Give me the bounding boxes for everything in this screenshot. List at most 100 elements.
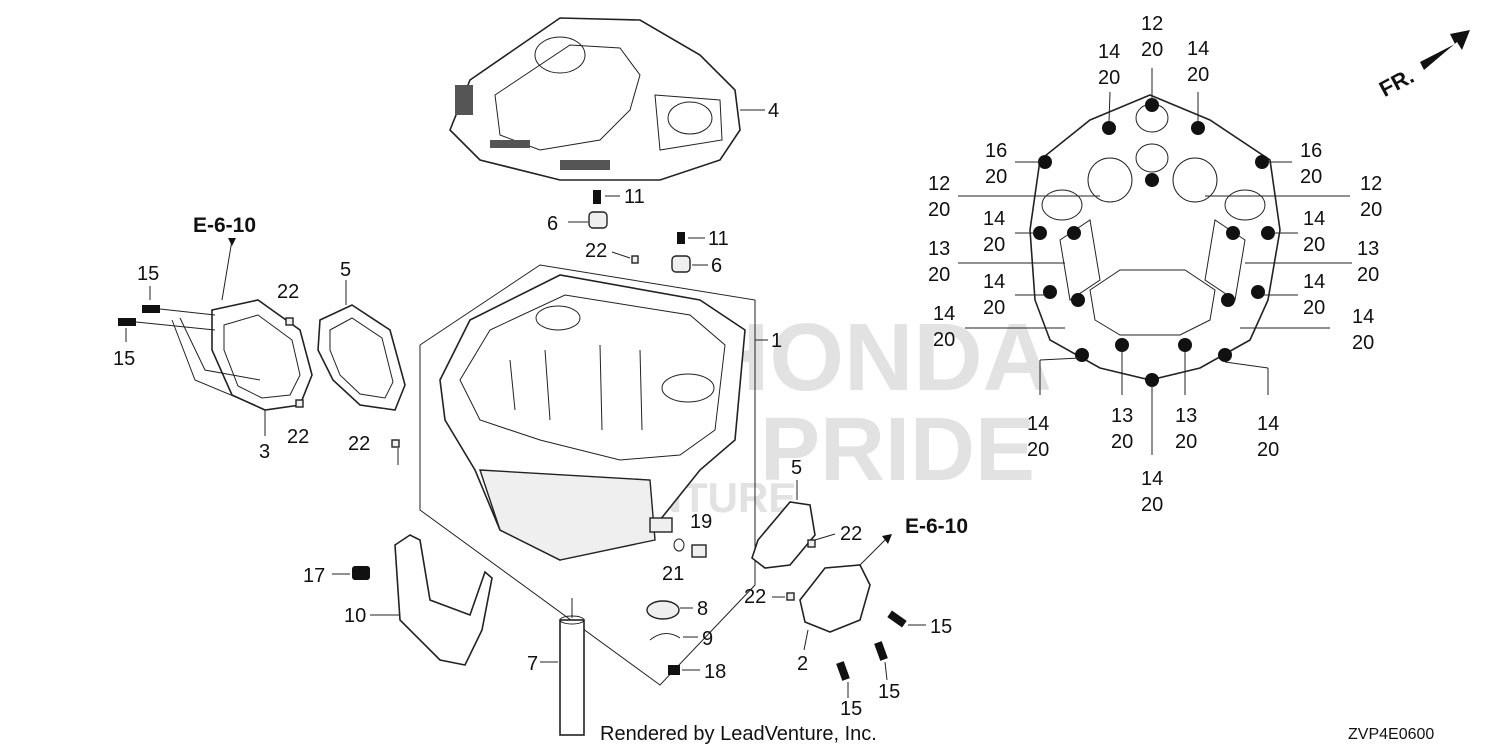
watermark-line-2: PRIDE — [760, 400, 1035, 500]
bolt-callout-3-bottom: 20 — [1187, 64, 1209, 86]
callout-8: 8 — [697, 598, 708, 620]
callout-6-lower: 6 — [711, 255, 722, 277]
bolt-callout-10-top: 13 — [928, 238, 950, 260]
plug-8 — [646, 600, 680, 620]
bolt-11-upper — [593, 190, 601, 204]
bolt-11-lower — [677, 232, 685, 244]
callout-2: 2 — [797, 653, 808, 675]
callout-15-lower-left: 15 — [113, 348, 135, 370]
dowel-22-right-upper — [807, 539, 816, 548]
bolt-callout-6-bottom: 20 — [928, 199, 950, 221]
footer-credit: Rendered by LeadVenture, Inc. — [600, 723, 877, 745]
callout-22-right-lower: 22 — [744, 586, 766, 608]
bolt-callout-5-bottom: 20 — [1300, 166, 1322, 188]
collar-6-upper — [588, 211, 608, 229]
bolt-callout-18-top: 13 — [1175, 405, 1197, 427]
bolt-callout-13-top: 14 — [1303, 271, 1325, 293]
flange-plate — [1029, 94, 1281, 381]
front-label: FR. — [1375, 63, 1418, 102]
bolt-callout-14-top: 14 — [933, 303, 955, 325]
callout-7: 7 — [527, 653, 538, 675]
watermark: HONDA PRIDE ADVENTURE — [535, 304, 1052, 521]
gasket-mesh-pattern — [455, 85, 473, 115]
lower-left-parts: 17 10 7 — [303, 534, 585, 736]
dowel-22 — [631, 255, 639, 264]
bolt-callout-19-top: 14 — [1257, 413, 1279, 435]
bolt-callout-19-bottom: 20 — [1257, 439, 1279, 461]
bolt-callout-20-bottom: 20 — [1141, 494, 1163, 516]
right-cover-group: 5 22 22 E-6-10 2 15 15 15 — [744, 457, 968, 720]
callout-6-upper: 6 — [547, 213, 558, 235]
flange-callouts: 12 20 14 20 14 20 16 20 16 20 12 20 12 2… — [928, 13, 1382, 516]
callout-5-left: 5 — [340, 259, 351, 281]
bolt-callout-4-top: 16 — [985, 140, 1007, 162]
callout-3: 3 — [259, 441, 270, 463]
bolt-callout-8-bottom: 20 — [983, 234, 1005, 256]
bolt-17 — [352, 566, 370, 580]
front-arrow-icon — [1420, 30, 1470, 70]
right-flange-assembly: 12 20 14 20 14 20 16 20 16 20 12 20 12 2… — [928, 13, 1382, 516]
bolt-callout-18-bottom: 20 — [1175, 431, 1197, 453]
callout-19: 19 — [690, 511, 712, 533]
bolt-callout-16-top: 14 — [1027, 413, 1049, 435]
dowel-22-right-lower — [786, 592, 795, 601]
bolt-callout-12-bottom: 20 — [983, 297, 1005, 319]
part-5-gasket-left — [317, 304, 406, 411]
callout-15-upper-left: 15 — [137, 263, 159, 285]
callout-5-right: 5 — [791, 457, 802, 479]
cross-ref-right: E-6-10 — [905, 515, 968, 538]
bolt-callout-4-bottom: 20 — [985, 166, 1007, 188]
bolt-callout-8-top: 14 — [983, 208, 1005, 230]
clip-9 — [649, 633, 681, 641]
part-4-gasket: 4 — [449, 17, 779, 181]
callout-9: 9 — [702, 628, 713, 650]
callout-22-case: 22 — [348, 433, 370, 455]
bolt-callout-11-top: 13 — [1357, 238, 1379, 260]
callout-22-left-lower: 22 — [287, 426, 309, 448]
bolt-15-right-c — [836, 661, 850, 681]
bolt-callout-7-top: 12 — [1360, 173, 1382, 195]
dowel-22-case — [391, 439, 400, 448]
diagram-code: ZVP4E0600 — [1348, 726, 1434, 743]
dowel-22-left-upper — [285, 317, 294, 326]
bolt-callout-20-top: 14 — [1141, 468, 1163, 490]
callout-18: 18 — [704, 661, 726, 683]
bolt-callout-14-bottom: 20 — [933, 329, 955, 351]
bolt-callout-10-bottom: 20 — [928, 264, 950, 286]
bolt-callout-12-top: 14 — [983, 271, 1005, 293]
callout-11-upper: 11 — [624, 186, 645, 208]
collar-6-lower — [671, 255, 691, 273]
bolt-callout-9-bottom: 20 — [1303, 234, 1325, 256]
bolt-callout-3-top: 14 — [1187, 38, 1209, 60]
part-2-cover — [799, 564, 871, 633]
bolt-callout-2-bottom: 20 — [1098, 67, 1120, 89]
dowel-22-left-lower — [295, 399, 304, 408]
bolt-callout-9-top: 14 — [1303, 208, 1325, 230]
watermark-line-1: HONDA — [700, 304, 1052, 411]
bolt-15-right-b — [874, 641, 888, 661]
cross-ref-arrow-icon-right — [882, 534, 892, 544]
flange-bolts — [1033, 98, 1275, 387]
bolt-callout-17-top: 13 — [1111, 405, 1133, 427]
cross-ref-left: E-6-10 — [193, 214, 256, 237]
center-lower-parts: 19 21 8 9 18 — [646, 511, 726, 683]
bolt-callout-11-bottom: 20 — [1357, 264, 1379, 286]
part-10-bracket — [394, 534, 493, 666]
bolt-18 — [668, 665, 680, 675]
part-5-gasket-right — [751, 501, 816, 569]
bolt-callout-17-bottom: 20 — [1111, 431, 1133, 453]
washer-21 — [673, 538, 685, 552]
bolt-callout-15-top: 14 — [1352, 306, 1374, 328]
callout-21: 21 — [662, 563, 684, 585]
callout-22-upper: 22 — [585, 240, 607, 262]
bolt-15-lower-left — [118, 318, 136, 326]
callout-15-right-c: 15 — [840, 698, 862, 720]
callout-4: 4 — [768, 100, 779, 122]
bolt-15-upper-left — [142, 305, 160, 313]
bolt-19 — [691, 544, 707, 558]
bolt-callout-2-top: 14 — [1098, 41, 1120, 63]
bolt-callout-7-bottom: 20 — [1360, 199, 1382, 221]
bolt-callout-5-top: 16 — [1300, 140, 1322, 162]
callout-10: 10 — [344, 605, 366, 627]
